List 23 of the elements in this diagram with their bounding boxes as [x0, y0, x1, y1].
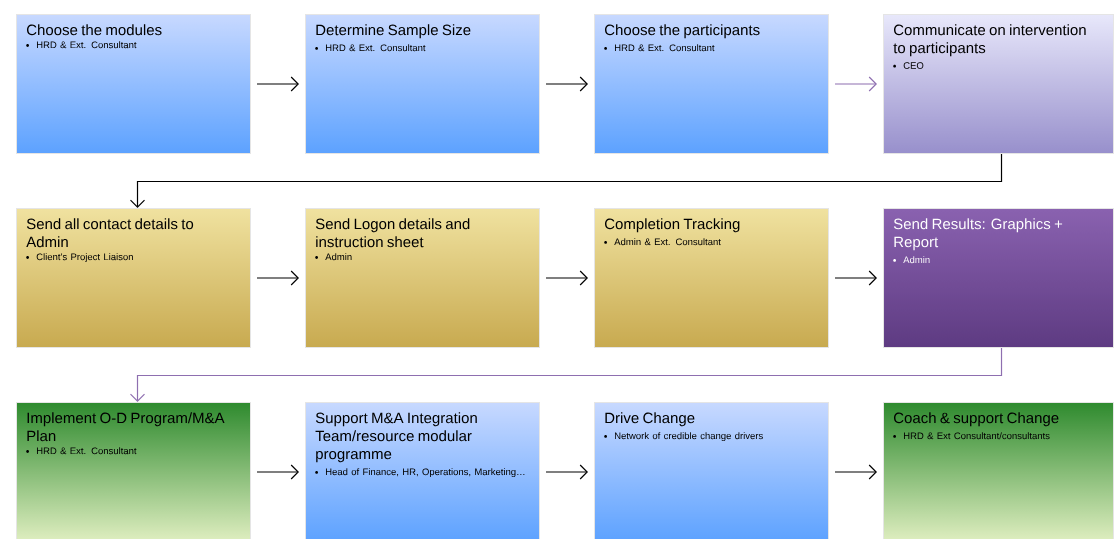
arrow — [834, 76, 877, 92]
arrow — [256, 270, 299, 286]
process-box: Support M&A Integration Team/resource modular programme Head of Finance, HR, Operations, Marketing… — [305, 402, 540, 539]
process-box: Send all contact details to Admin Client’s Project Liaison — [16, 208, 251, 348]
arrow — [256, 76, 299, 92]
process-box: Implement O-D Program/M&A Plan HRD & Ext. Consultant — [16, 402, 251, 539]
process-box: Completion Tracking Admin & Ext. Consultant — [594, 208, 829, 348]
arrow — [129, 153, 1003, 208]
arrow — [545, 464, 588, 480]
process-box: Send Logon details and instruction sheet Admin — [305, 208, 540, 348]
arrow — [256, 464, 299, 480]
arrow — [545, 270, 588, 286]
process-box: Choose the participants HRD & Ext. Consultant — [594, 14, 829, 154]
arrow — [834, 464, 877, 480]
process-box: Coach & support Change HRD & Ext Consultant/consultants — [883, 402, 1114, 539]
arrow — [834, 270, 877, 286]
arrow — [129, 347, 1003, 402]
process-box: Communicate on intervention to participants CEO — [883, 14, 1114, 154]
process-box: Determine Sample Size HRD & Ext. Consultant — [305, 14, 540, 154]
process-box: Drive Change Network of credible change drivers — [594, 402, 829, 539]
arrow — [545, 76, 588, 92]
process-box: Choose the modules HRD & Ext. Consultant — [16, 14, 251, 154]
process-box: Send Results: Graphics + Report Admin — [883, 208, 1114, 348]
